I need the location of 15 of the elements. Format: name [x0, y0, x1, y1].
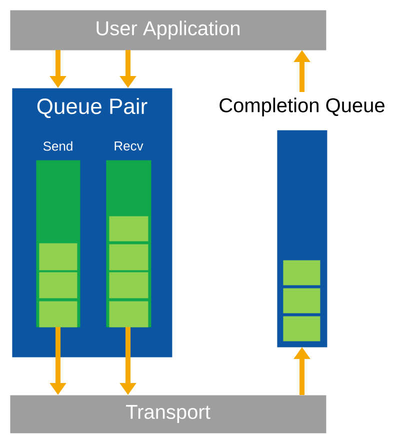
- layer-bar: User Application: [10, 10, 326, 50]
- node-label: Send: [43, 141, 72, 151]
- queue-entry: [109, 272, 148, 298]
- queue-entry: [283, 260, 320, 286]
- queue-entry: [109, 244, 148, 270]
- queue-entry: [39, 272, 78, 298]
- queue-entry: [109, 216, 148, 242]
- node-label: Completion Queue: [220, 98, 384, 116]
- node-label: Recv: [114, 141, 144, 151]
- queue-entry: [283, 288, 320, 314]
- layer-bar: Transport: [10, 395, 326, 434]
- queue-entry: [39, 301, 78, 328]
- queue-entry: [109, 301, 148, 328]
- queue-entry: [39, 243, 78, 270]
- queue-entry: [283, 316, 320, 342]
